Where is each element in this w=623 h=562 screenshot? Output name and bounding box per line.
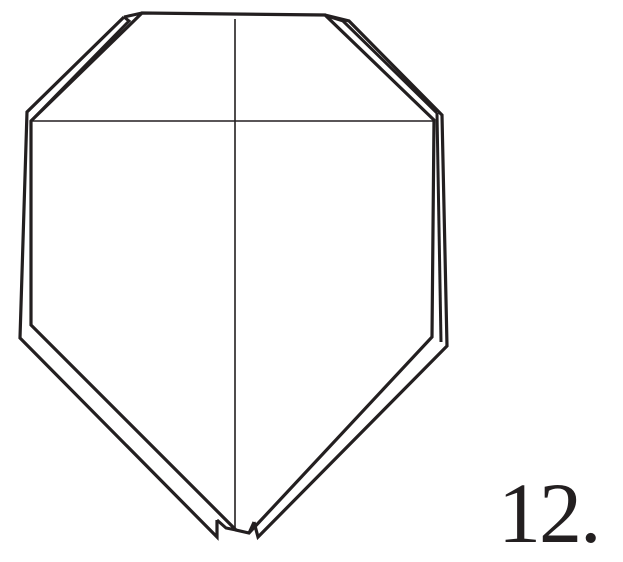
front-face-outline: [31, 13, 434, 533]
right-top-double-edge: [330, 17, 437, 113]
step-number-label: 12.: [498, 470, 600, 556]
left-back-layer: [20, 17, 217, 537]
left-top-double-edge: [31, 17, 129, 121]
right-side-inner-edge: [437, 113, 441, 342]
